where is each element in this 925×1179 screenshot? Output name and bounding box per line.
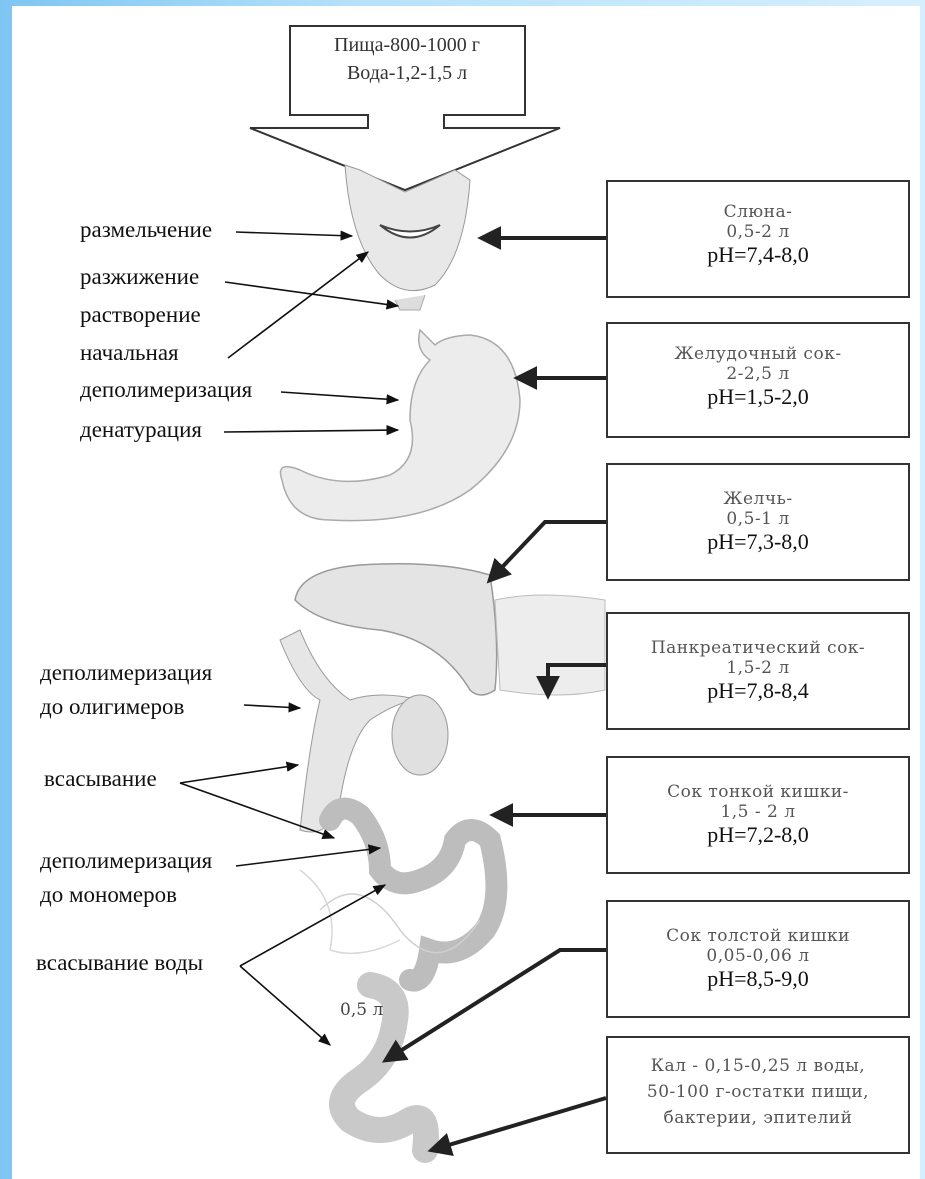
- label-water-absorption: всасывание воды: [36, 950, 203, 976]
- juice-volume: 0,5-2 л: [608, 222, 908, 242]
- feces-line-2: 50-100 г-остатки пищи,: [608, 1082, 908, 1102]
- stomach-drawing: [280, 330, 520, 521]
- liver-pancreas-drawing: [280, 564, 605, 832]
- juice-volume: 1,5-2 л: [608, 658, 908, 678]
- juice-volume: 1,5 - 2 л: [608, 802, 908, 822]
- feces-box: Кал - 0,15-0,25 л воды, 50-100 г-остатки…: [606, 1036, 910, 1154]
- juice-ph: pH=1,5-2,0: [608, 384, 908, 410]
- juice-volume: 0,05-0,06 л: [608, 946, 908, 966]
- juice-volume: 2-2,5 л: [608, 364, 908, 384]
- juice-ph: pH=7,2-8,0: [608, 822, 908, 848]
- top-food-text: Пища-800-1000 г: [292, 34, 522, 57]
- label-depoly-mono-2: до мономеров: [40, 882, 177, 908]
- label-depoly-oligo-1: деполимеризация: [40, 660, 212, 686]
- juice-ph: pH=8,5-9,0: [608, 966, 908, 992]
- juice-ph: pH=7,8-8,4: [608, 678, 908, 704]
- juice-volume: 0,5-1 л: [608, 509, 908, 529]
- juice-name: Сок толстой кишки: [608, 926, 908, 946]
- juice-box-small-intestine: Сок тонкой кишки- 1,5 - 2 л pH=7,2-8,0: [606, 756, 910, 874]
- label-initial: начальная: [80, 340, 179, 366]
- juice-box-large-intestine: Сок толстой кишки 0,05-0,06 л pH=8,5-9,0: [606, 900, 910, 1018]
- label-liquefaction: разжижение: [80, 264, 199, 290]
- feces-line-1: Кал - 0,15-0,25 л воды,: [608, 1056, 908, 1076]
- juice-ph: pH=7,4-8,0: [608, 242, 908, 268]
- feces-line-3: бактерии, эпителий: [608, 1108, 908, 1128]
- label-grinding: размельчение: [80, 217, 212, 243]
- juice-name: Сок тонкой кишки-: [608, 782, 908, 802]
- top-water-text: Вода-1,2-1,5 л: [292, 62, 522, 85]
- juice-name: Слюна-: [608, 202, 908, 222]
- juice-name: Панкреатический сок-: [608, 638, 908, 658]
- juice-name: Желудочный сок-: [608, 344, 908, 364]
- juice-ph: pH=7,3-8,0: [608, 529, 908, 555]
- label-denaturation: денатурация: [80, 417, 202, 443]
- label-depolymerization: деполимеризация: [80, 377, 252, 403]
- juice-name: Желчь-: [608, 489, 908, 509]
- label-dissolving: растворение: [80, 302, 201, 328]
- juice-box-saliva: Слюна- 0,5-2 л pH=7,4-8,0: [606, 180, 910, 298]
- label-depoly-oligo-2: до олигимеров: [40, 694, 184, 720]
- label-depoly-mono-1: деполимеризация: [40, 848, 212, 874]
- juice-box-gastric: Желудочный сок- 2-2,5 л pH=1,5-2,0: [606, 322, 910, 438]
- label-absorption: всасывание: [44, 766, 157, 792]
- juice-box-pancreatic: Панкреатический сок- 1,5-2 л pH=7,8-8,4: [606, 612, 910, 730]
- juice-box-bile: Желчь- 0,5-1 л pH=7,3-8,0: [606, 463, 910, 581]
- colon-volume-label: 0,5 л: [340, 1000, 383, 1020]
